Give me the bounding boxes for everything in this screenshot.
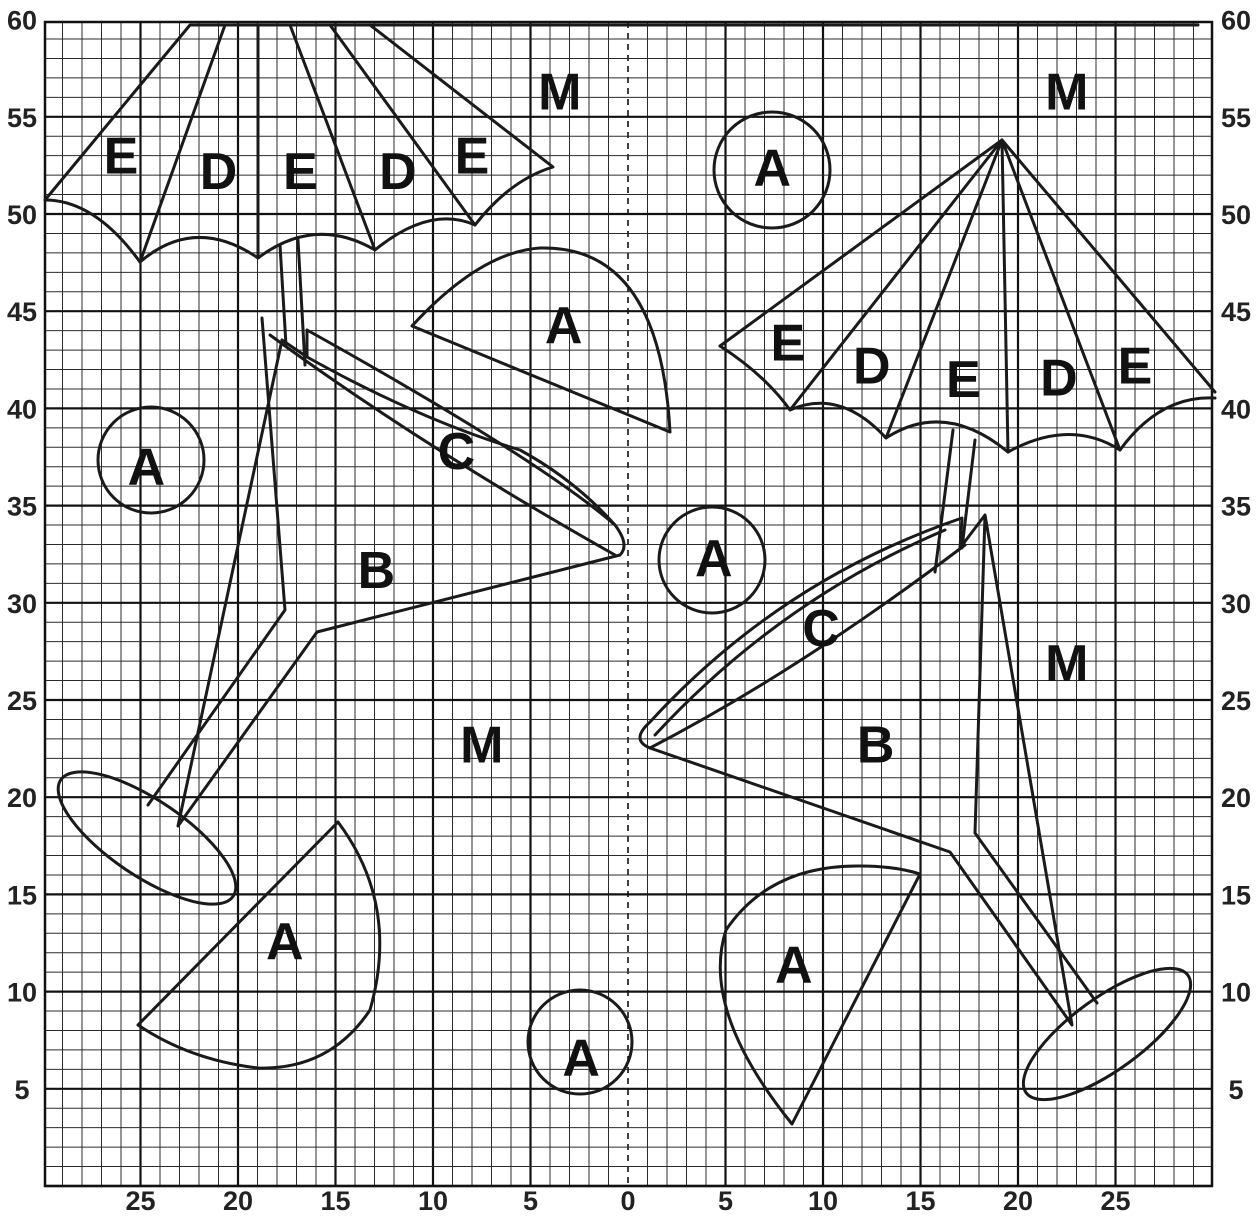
y-tick-label-right: 10 <box>1221 978 1251 1008</box>
y-tick-label-right: 30 <box>1221 589 1251 619</box>
region-label-d: D <box>200 143 238 201</box>
x-tick-label: 5 <box>523 1186 538 1216</box>
y-tick-label-left: 10 <box>7 978 37 1008</box>
x-tick-label: 15 <box>905 1186 935 1216</box>
x-tick-label: 25 <box>1100 1186 1130 1216</box>
region-label-a: A <box>545 297 583 355</box>
half-disc-bottom-left <box>138 822 380 1068</box>
region-label-m: M <box>1045 635 1088 693</box>
x-tick-label: 10 <box>808 1186 838 1216</box>
region-label-e: E <box>771 314 806 372</box>
region-label-e: E <box>455 128 490 186</box>
x-tick-label: 10 <box>418 1186 448 1216</box>
region-label-a: A <box>754 139 792 197</box>
y-tick-label-left: 15 <box>7 880 37 910</box>
y-tick-label-left: 25 <box>7 686 37 716</box>
y-tick-label-right: 25 <box>1221 686 1251 716</box>
half-disc-bottom-right <box>720 866 920 1124</box>
y-tick-label-right: 45 <box>1221 297 1251 327</box>
region-label-d: D <box>853 338 891 396</box>
y-tick-label-right: 40 <box>1221 394 1251 424</box>
y-tick-label-left: 45 <box>7 297 37 327</box>
y-tick-label-right: 20 <box>1221 783 1251 813</box>
region-label-b: B <box>857 717 895 775</box>
region-label-a: A <box>695 530 733 588</box>
y-tick-label-left: 5 <box>14 1075 29 1105</box>
region-label-e: E <box>1118 338 1153 396</box>
y-tick-label-left: 40 <box>7 394 37 424</box>
region-label-e: E <box>104 128 139 186</box>
region-label-a: A <box>562 1030 600 1088</box>
region-label-m: M <box>1045 64 1088 122</box>
y-tick-label-left: 20 <box>7 783 37 813</box>
x-tick-label: 25 <box>125 1186 155 1216</box>
x-tick-label: 0 <box>620 1186 635 1216</box>
y-tick-label-right: 35 <box>1221 492 1251 522</box>
y-tick-label-right: 55 <box>1221 103 1251 133</box>
y-tick-label-left: 60 <box>7 6 37 36</box>
y-tick-label-left: 55 <box>7 103 37 133</box>
x-tick-label: 20 <box>1003 1186 1033 1216</box>
y-tick-label-left: 30 <box>7 589 37 619</box>
region-label-c: C <box>438 423 476 481</box>
x-tick-label: 20 <box>223 1186 253 1216</box>
region-label-d: D <box>379 143 417 201</box>
region-label-m: M <box>460 717 503 775</box>
region-label-a: A <box>775 936 813 994</box>
region-label-m: M <box>538 64 581 122</box>
y-tick-label-left: 35 <box>7 492 37 522</box>
region-label-c: C <box>802 600 840 658</box>
region-label-a: A <box>266 913 304 971</box>
region-label-a: A <box>128 439 166 497</box>
x-tick-label: 15 <box>320 1186 350 1216</box>
region-label-e: E <box>283 143 318 201</box>
region-label-d: D <box>1040 349 1078 407</box>
y-tick-label-left: 50 <box>7 200 37 230</box>
region-label-e: E <box>946 351 981 409</box>
region-label-b: B <box>358 542 396 600</box>
x-tick-label: 5 <box>718 1186 733 1216</box>
half-disc-top-middle <box>412 248 670 432</box>
y-tick-label-right: 5 <box>1228 1075 1243 1105</box>
y-tick-label-right: 15 <box>1221 880 1251 910</box>
y-tick-label-right: 50 <box>1221 200 1251 230</box>
y-tick-label-right: 60 <box>1221 6 1251 36</box>
